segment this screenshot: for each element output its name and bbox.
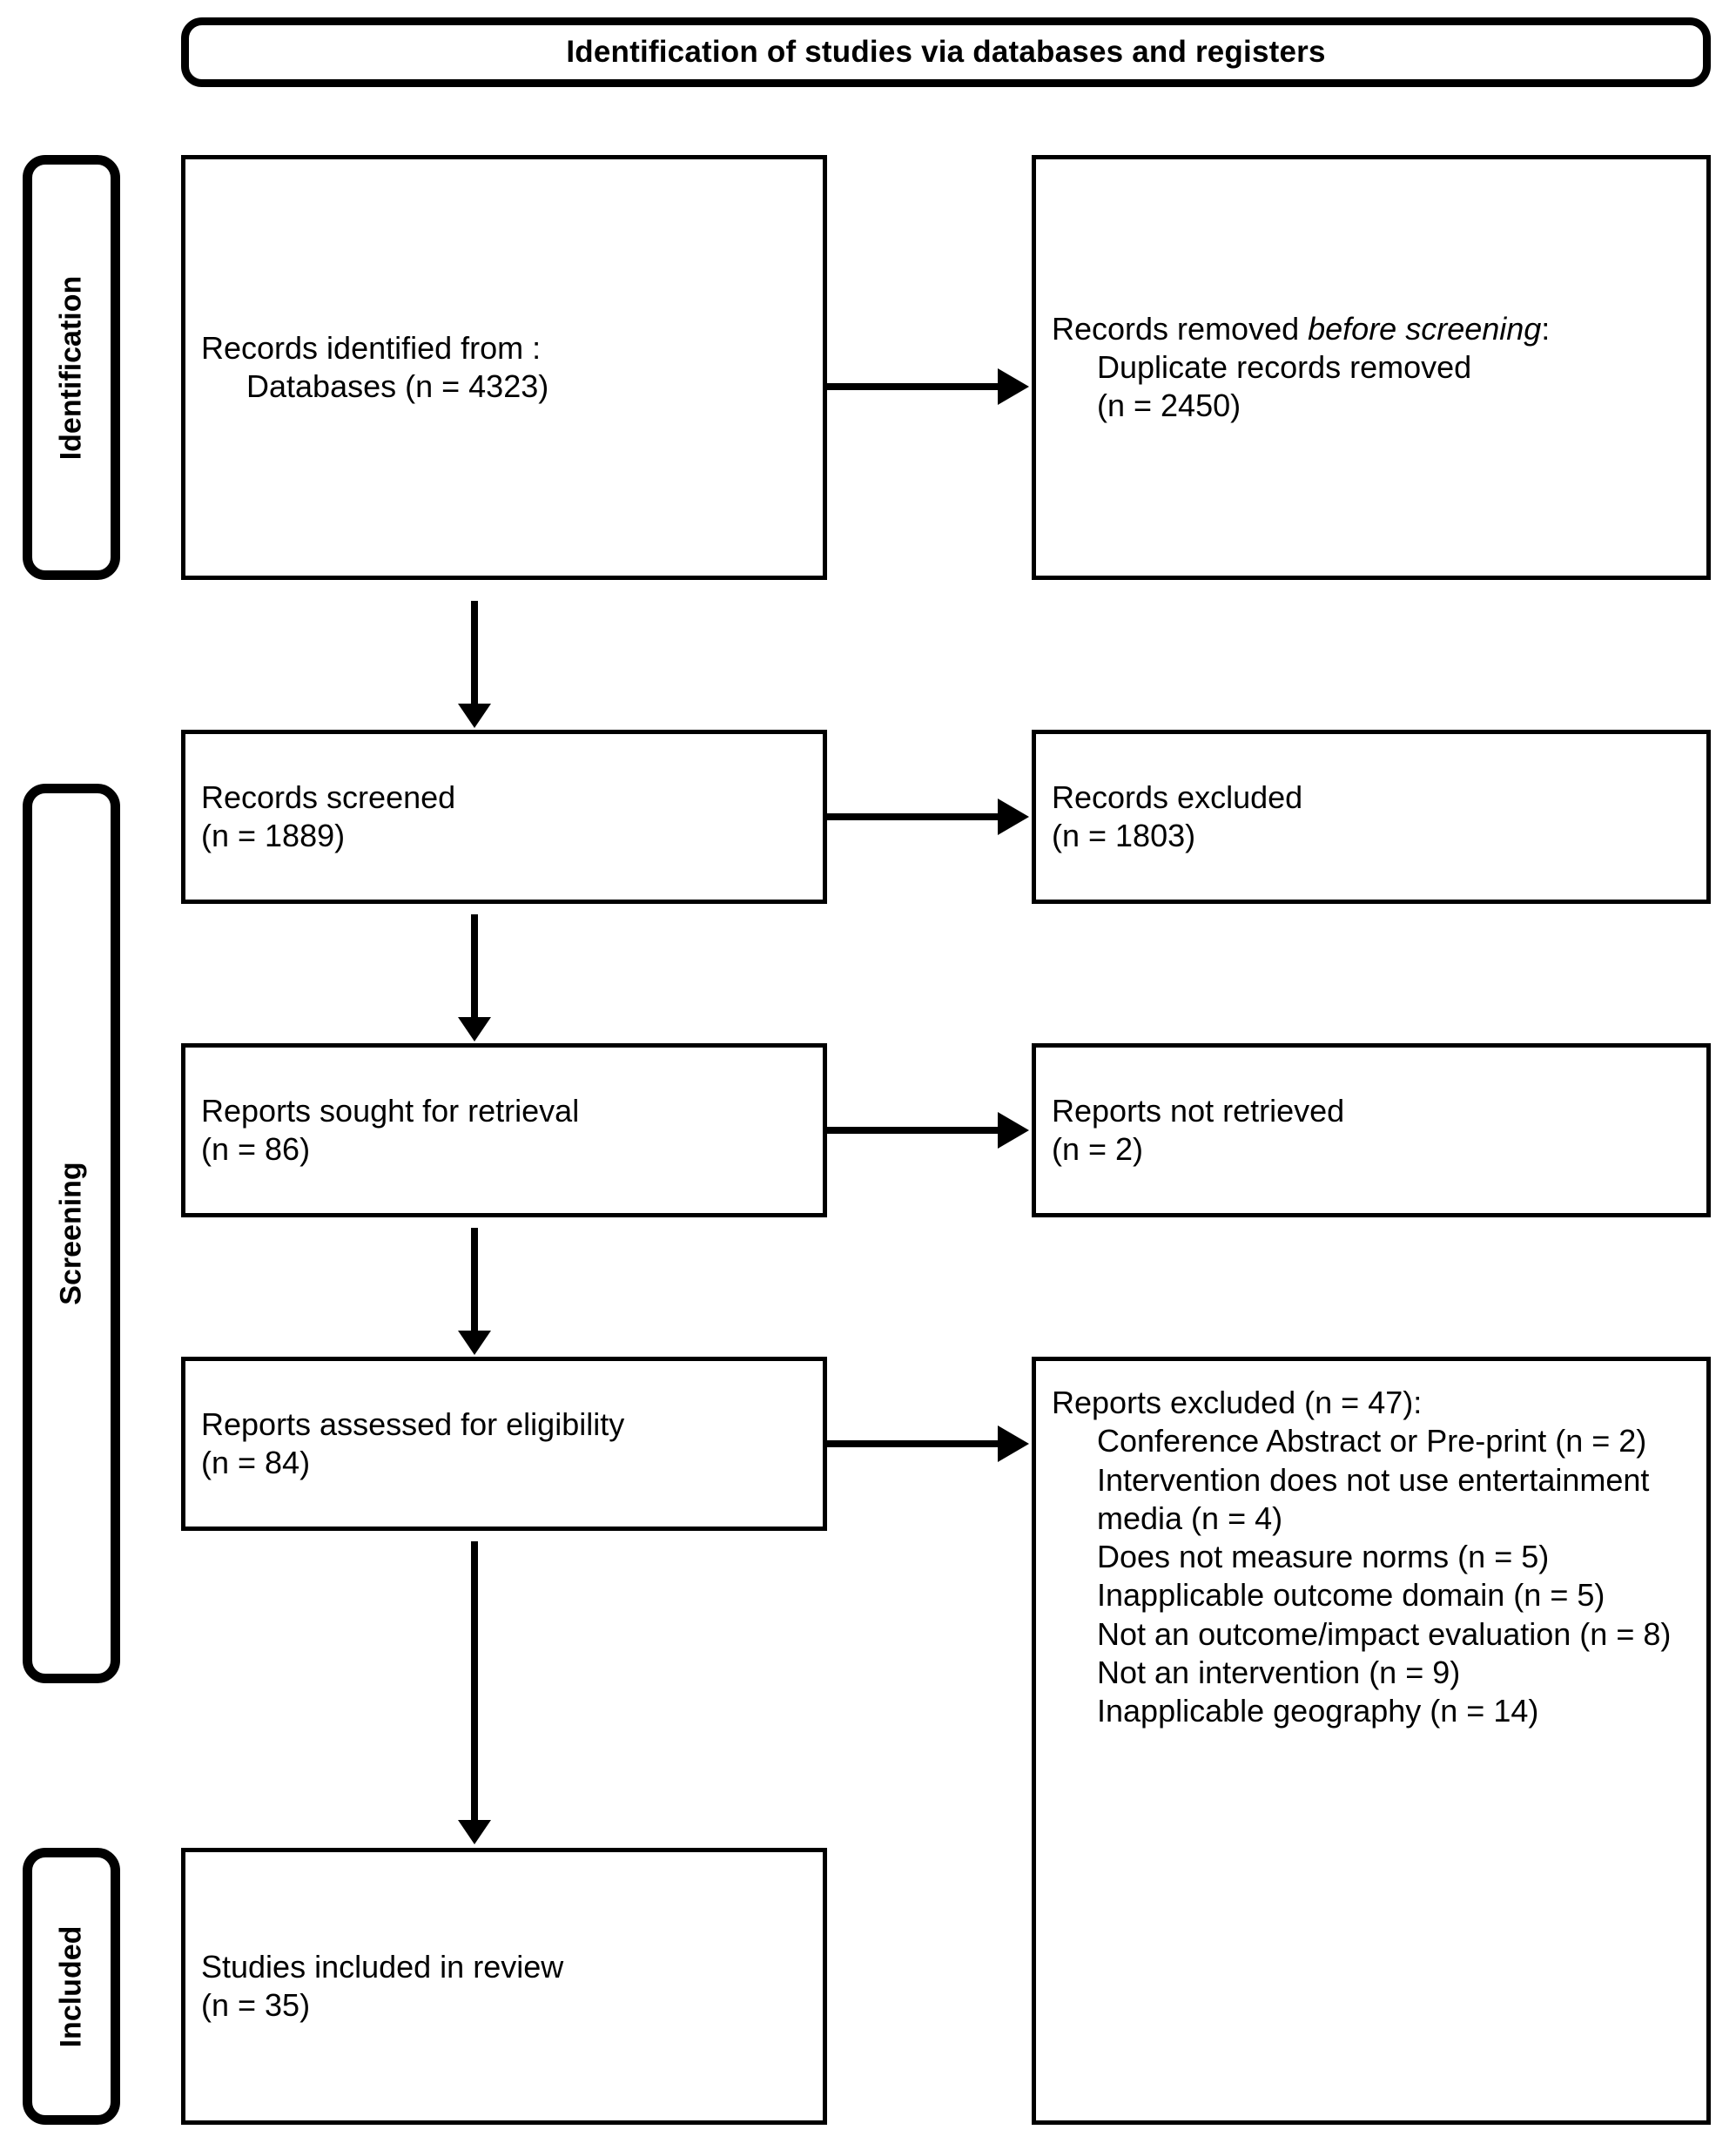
reports-excluded-reason: Not an intervention (n = 9) — [1097, 1654, 1461, 1690]
box-records-excluded: Records excluded (n = 1803) — [1032, 730, 1711, 904]
stage-label-included: Included — [54, 1925, 88, 2047]
reports-excluded-reason: Inapplicable outcome domain (n = 5) — [1097, 1577, 1605, 1614]
reports-assessed-line1: Reports assessed for eligibility — [201, 1405, 625, 1442]
reports-excluded-reason: Not an outcome/impact evaluation (n = 8) — [1097, 1615, 1672, 1652]
stage-sidebar-included: Included — [23, 1848, 120, 2125]
banner-identification-header: Identification of studies via databases … — [181, 17, 1711, 87]
records-identified-line1: Records identified from : — [201, 329, 542, 366]
box-reports-excluded-with-reasons: Reports excluded (n = 47): Conference Ab… — [1032, 1357, 1711, 2125]
stage-sidebar-screening: Screening — [23, 784, 120, 1683]
box-records-removed-before-screening: Records removed before screening: Duplic… — [1032, 155, 1711, 580]
box-reports-sought-for-retrieval: Reports sought for retrieval (n = 86) — [181, 1043, 827, 1217]
reports-excluded-heading: Reports excluded (n = 47): — [1052, 1385, 1423, 1420]
reports-excluded-reason: Does not measure norms (n = 5) — [1097, 1539, 1550, 1575]
arrow-assessed-to-included — [458, 1541, 491, 1844]
stage-label-identification: Identification — [54, 275, 88, 460]
studies-included-line2: (n = 35) — [201, 1987, 311, 2023]
records-identified-line2: Databases (n = 4323) — [246, 368, 549, 404]
arrow-sought-to-not-retrieved — [827, 1112, 1029, 1149]
box-records-identified: Records identified from : Databases (n =… — [181, 155, 827, 580]
arrow-screened-to-sought — [458, 914, 491, 1041]
reports-not-retrieved-line1: Reports not retrieved — [1052, 1092, 1345, 1129]
stage-label-screening: Screening — [54, 1162, 88, 1305]
box-studies-included-in-review: Studies included in review (n = 35) — [181, 1848, 827, 2125]
arrow-assessed-to-excluded — [827, 1425, 1029, 1462]
records-excluded-line1: Records excluded — [1052, 778, 1303, 815]
records-screened-line1: Records screened — [201, 778, 456, 815]
box-reports-not-retrieved: Reports not retrieved (n = 2) — [1032, 1043, 1711, 1217]
reports-not-retrieved-line2: (n = 2) — [1052, 1131, 1144, 1167]
reports-excluded-reason: Inapplicable geography (n = 14) — [1097, 1693, 1539, 1729]
reports-excluded-reason: Conference Abstract or Pre-print (n = 2) — [1097, 1423, 1647, 1459]
arrow-sought-to-assessed — [458, 1228, 491, 1355]
records-removed-line1-suffix: : — [1541, 310, 1551, 347]
records-removed-line2: Duplicate records removed — [1097, 348, 1472, 385]
studies-included-line1: Studies included in review — [201, 1948, 564, 1985]
reports-assessed-line2: (n = 84) — [201, 1445, 311, 1480]
stage-sidebar-identification: Identification — [23, 155, 120, 580]
reports-sought-line2: (n = 86) — [201, 1131, 311, 1167]
banner-title: Identification of studies via databases … — [566, 35, 1326, 69]
records-removed-line3: (n = 2450) — [1097, 388, 1241, 424]
records-screened-line2: (n = 1889) — [201, 818, 346, 853]
records-removed-line1-italic: before screening — [1308, 310, 1542, 347]
reports-sought-line1: Reports sought for retrieval — [201, 1092, 580, 1129]
records-excluded-line2: (n = 1803) — [1052, 818, 1196, 853]
records-removed-line1-prefix: Records removed — [1052, 310, 1309, 347]
arrow-screened-to-excluded — [827, 799, 1029, 835]
arrow-identified-to-removed — [827, 368, 1029, 405]
box-reports-assessed-for-eligibility: Reports assessed for eligibility (n = 84… — [181, 1357, 827, 1531]
arrow-identified-to-screened — [458, 601, 491, 728]
box-records-screened: Records screened (n = 1889) — [181, 730, 827, 904]
reports-excluded-reason: Intervention does not use entertainment … — [1097, 1461, 1650, 1536]
